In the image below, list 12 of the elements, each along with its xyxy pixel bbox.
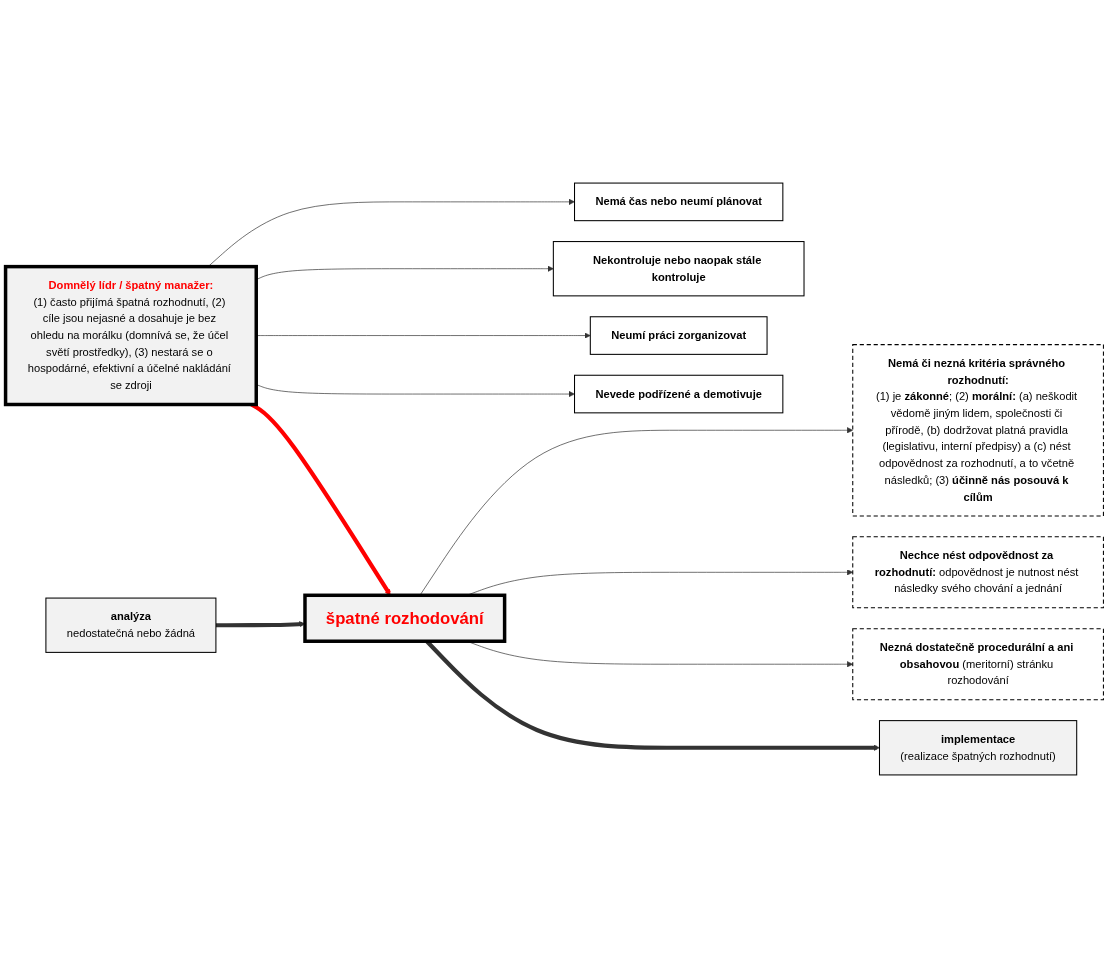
arrow (215, 621, 306, 628)
node-box: Nemá či nezná kritéria správného rozhodnutí: (1) je zákonné; (2) morální: (a) neškodit vědomě jiným lidem, společnosti či přírodě, (b) dodržovat platná pravidla (legislativu, interní předpisy) a (c) nést odpovědnost za rozhodnutí, a to včetně následků; (3) účinně nás posouvá k cílům (852, 344, 1104, 517)
node-box: Nekontroluje nebo naopak stále kontroluje (552, 241, 805, 297)
node-box: Nemá čas nebo neumí plánovat (574, 182, 784, 222)
node-box: Nechce nést odpovědnost za rozhodnutí: odpovědnost je nutnost nést následky svého chování a jednání (852, 536, 1104, 609)
node-box: analýza nedostatečná nebo žádná (45, 597, 217, 653)
node-box: Neumí práci zorganizovat (589, 316, 768, 355)
node-box: Nevede podřízené a demotivuje (574, 374, 784, 414)
node-box: Domnělý lídr / špatný manažer: (1) často přijímá špatná rozhodnutí, (2) cíle jsou nejasné a dosahuje je bez ohledu na morálku (domnívá se, že účel světí prostředky), (3) nestará se o hospodárné, efektivní a účelné nakládání se zdroji (3, 264, 258, 407)
node-box: Nezná dostatečně procedurální a ani obsahovou (meritorní) stránku rozhodování (852, 628, 1104, 701)
node-box: implementace (realizace špatných rozhodnutí) (878, 720, 1078, 776)
node-box: špatné rozhodování (303, 593, 507, 643)
